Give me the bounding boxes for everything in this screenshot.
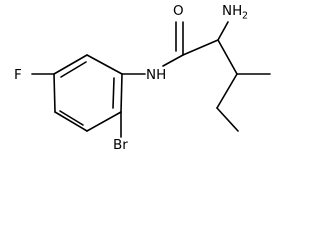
molecule-structure: F Br NH O NH 2 (14, 3, 271, 153)
bond-carbonyl-to-alpha (182, 39, 219, 56)
fluorine-label: F (14, 67, 22, 83)
ring-double-bond-inner-2 (59, 110, 84, 126)
bond-alpha-to-beta (217, 39, 238, 75)
ring-bond-c4-c5 (53, 73, 56, 113)
ring-bond-c2-c3 (86, 111, 122, 132)
bromine-label: Br (113, 137, 128, 153)
aromatic-ring (53, 54, 123, 132)
ring-double-bond-inner-1 (112, 77, 115, 109)
bond-alpha-to-amine (217, 21, 229, 41)
amide-nh-label: NH (146, 67, 166, 83)
carbonyl-oxygen-label: O (173, 3, 184, 19)
amine-label: NH (222, 3, 242, 19)
bond-nh-to-carbonyl (162, 54, 184, 67)
ring-bond-c5-c6 (53, 54, 88, 75)
ring-bond-c1-c2 (120, 73, 123, 113)
ring-bond-c6-c1 (86, 54, 123, 75)
bond-beta-to-ch2 (216, 73, 238, 109)
bond-ch2-to-ch3 (216, 107, 239, 132)
ring-double-bond-inner-3 (60, 61, 87, 78)
amine-subscript-label: 2 (242, 11, 248, 22)
ring-bond-c3-c4 (54, 111, 88, 132)
